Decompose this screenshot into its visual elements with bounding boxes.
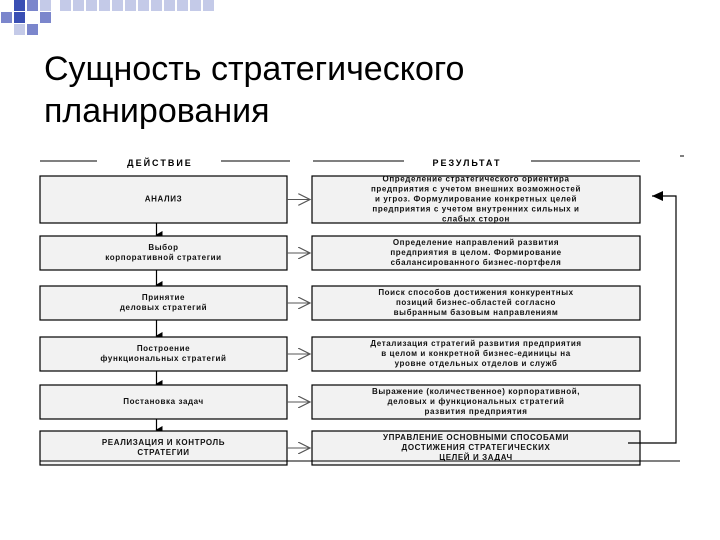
action-text: РЕАЛИЗАЦИЯ И КОНТРОЛЬ (102, 438, 225, 447)
result-text: уровне отдельных отделов и служб (395, 359, 558, 368)
header-result: РЕЗУЛЬТАТ (433, 158, 502, 168)
action-text: корпоративной стратегии (105, 253, 221, 262)
result-text: предприятия с учетом внутренних сильных … (372, 205, 579, 214)
result-box (311, 384, 641, 420)
action-text: Выбор (148, 243, 178, 252)
flow-row: Постановка задач Выражение (количественно… (39, 384, 641, 434)
result-box (311, 235, 641, 271)
page-title-line-2: планирования (44, 92, 270, 130)
result-text: слабых сторон (442, 215, 510, 224)
decorative-square (164, 0, 175, 11)
result-text: развития предприятия (424, 407, 527, 416)
decorative-square (40, 12, 51, 23)
action-box (39, 336, 288, 372)
action-text: АНАЛИЗ (145, 195, 182, 204)
result-text: Детализация стратегий развития предприят… (370, 339, 581, 348)
decorative-square (138, 0, 149, 11)
result-text: деловых и функциональных стратегий (387, 397, 564, 406)
flow-row: АНАЛИЗ Определение стратегического ориент… (39, 175, 641, 239)
action-box (39, 175, 288, 224)
result-box (311, 175, 641, 224)
page-title: Сущность стратегического планирования (44, 48, 684, 132)
result-box (311, 430, 641, 466)
result-box (311, 285, 641, 321)
decorative-square (99, 0, 110, 11)
action-text: Постановка задач (123, 397, 204, 406)
decorative-square (203, 0, 214, 11)
result-text: позиций бизнес-областей согласно (396, 298, 556, 307)
decorative-square (60, 0, 71, 11)
decorative-square (190, 0, 201, 11)
result-box (311, 336, 641, 372)
page-title-line-1: Сущность стратегического (44, 50, 465, 88)
header-action: ДЕЙСТВИЕ (127, 157, 193, 168)
result-text: Поиск способов достижения конкурентных (378, 288, 573, 297)
decorative-square (112, 0, 123, 11)
action-text: Построение (137, 344, 190, 353)
result-text: Выражение (количественное) корпоративной… (372, 387, 580, 396)
decorative-square (86, 0, 97, 11)
decorative-square (151, 0, 162, 11)
result-text: предприятия в целом. Формирование (390, 248, 561, 257)
action-box (39, 285, 288, 321)
result-text: Определение стратегического ориентира (383, 175, 570, 184)
result-text: Определение направлений развития (393, 238, 559, 247)
result-text: выбранным базовым направлениям (394, 308, 559, 317)
action-text: Принятие (142, 293, 185, 302)
result-text: и угроз. Формулирование конкретных целей (375, 195, 577, 204)
decorative-square (14, 24, 25, 35)
decorative-square (27, 24, 38, 35)
decorative-square (73, 0, 84, 11)
decorative-square (14, 12, 25, 23)
action-box (39, 235, 288, 271)
result-text: УПРАВЛЕНИЕ ОСНОВНЫМИ СПОСОБАМИ (383, 433, 569, 442)
decorative-square (40, 0, 51, 11)
decorative-square (1, 12, 12, 23)
result-text: сбалансированного бизнес-портфеля (391, 258, 562, 267)
result-text: предприятия с учетом внешних возможносте… (371, 185, 581, 194)
decorative-square (177, 0, 188, 11)
feedback-loop-arrow (628, 191, 677, 444)
decorative-square (27, 0, 38, 11)
action-box (39, 384, 288, 420)
action-text: деловых стратегий (120, 303, 207, 312)
decorative-squares (0, 0, 220, 40)
action-text: функциональных стратегий (100, 354, 226, 363)
result-text: ДОСТИЖЕНИЯ СТРАТЕГИЧЕСКИХ (402, 443, 551, 452)
action-text: СТРАТЕГИИ (137, 448, 189, 457)
decorative-square (14, 0, 25, 11)
result-text: в целом и конкретной бизнес-единицы на (381, 349, 571, 358)
decorative-square (125, 0, 136, 11)
result-text: ЦЕЛЕЙ И ЗАДАЧ (439, 453, 512, 462)
